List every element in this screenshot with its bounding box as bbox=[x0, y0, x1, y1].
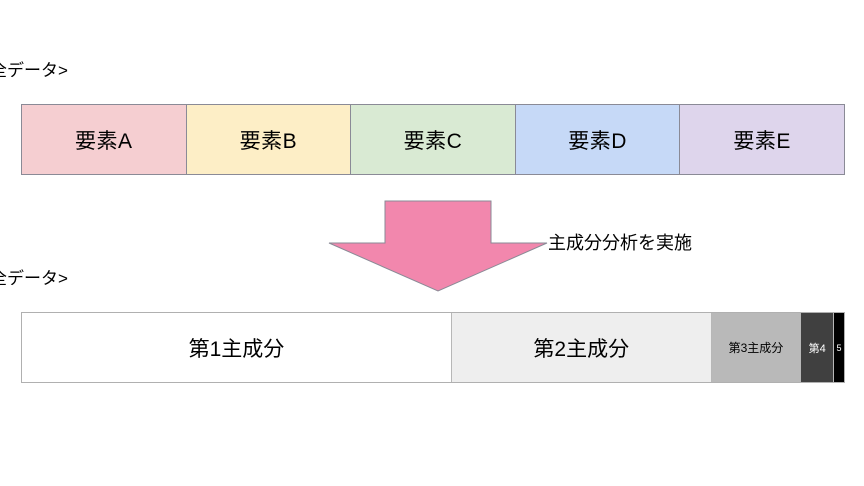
segment-pc4-label: 第4 bbox=[808, 342, 826, 355]
arrow-label: 主成分分析を実施 bbox=[548, 233, 692, 253]
segment-element-e-label: 要素E bbox=[733, 129, 791, 153]
transformation-arrow bbox=[327, 199, 549, 293]
segment-pc4: 第4 bbox=[801, 313, 835, 382]
segment-element-d: 要素D bbox=[515, 105, 681, 174]
segment-pc2-label: 第2主成分 bbox=[533, 337, 630, 361]
segment-pc5: 5 bbox=[834, 313, 844, 382]
down-arrow-icon bbox=[328, 200, 548, 292]
segment-element-c: 要素C bbox=[351, 105, 516, 174]
segment-pc1-label: 第1主成分 bbox=[188, 337, 285, 361]
segment-element-b: 要素B bbox=[186, 105, 352, 174]
caption-original-data: 全データ> bbox=[0, 61, 68, 80]
segment-element-a-label: 要素A bbox=[75, 129, 133, 153]
segment-element-c-label: 要素C bbox=[403, 129, 463, 153]
segment-pc3-label: 第3主成分 bbox=[728, 341, 784, 355]
segment-element-a: 要素A bbox=[22, 105, 187, 174]
segment-pc1: 第1主成分 bbox=[22, 313, 452, 382]
segment-element-b-label: 要素B bbox=[239, 129, 298, 153]
segment-pc3: 第3主成分 bbox=[711, 313, 802, 382]
segment-pc2: 第2主成分 bbox=[451, 313, 712, 382]
down-arrow-polygon bbox=[328, 200, 548, 292]
segment-element-e: 要素E bbox=[680, 105, 844, 174]
segment-element-d-label: 要素D bbox=[568, 129, 627, 153]
segment-pc5-label: 5 bbox=[836, 342, 842, 353]
caption-transformed-data: 全データ> bbox=[0, 269, 68, 288]
original-data-bar: 要素A 要素B 要素C 要素D 要素E bbox=[21, 104, 845, 175]
principal-components-bar: 第1主成分 第2主成分 第3主成分 第4 5 bbox=[21, 312, 845, 383]
